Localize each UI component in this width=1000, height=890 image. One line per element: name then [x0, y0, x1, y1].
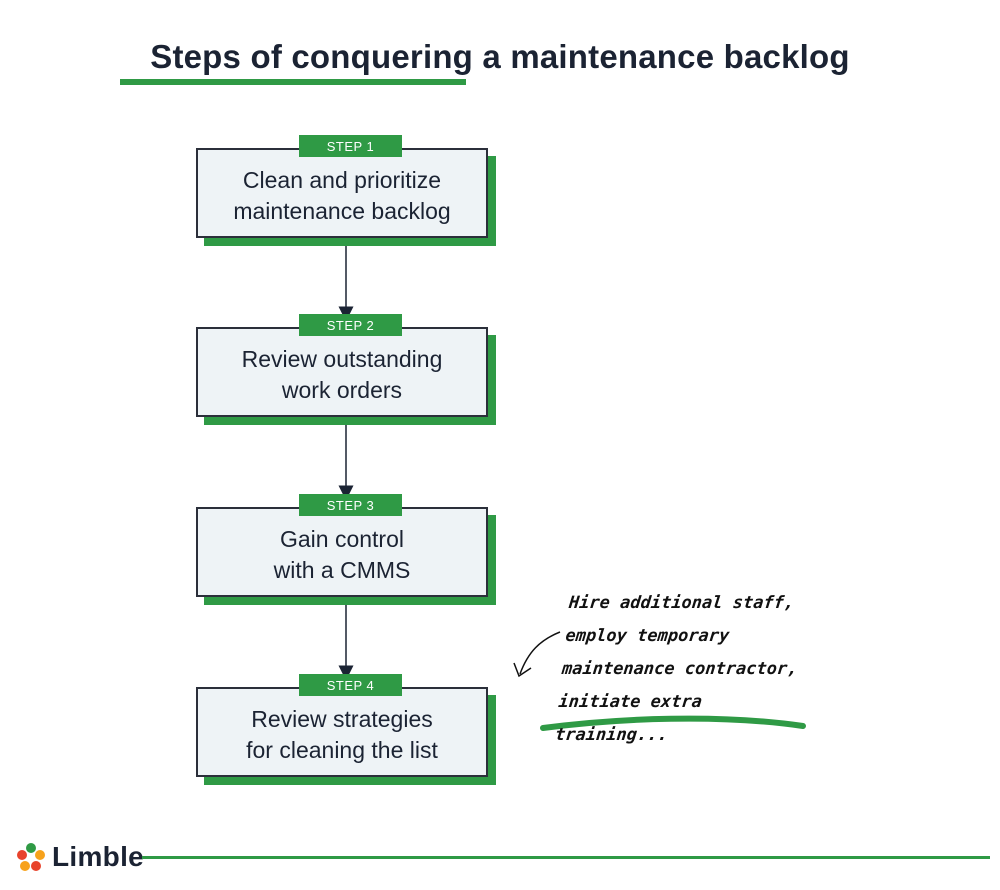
brand-logo: Limble: [16, 840, 144, 874]
step-3-badge: STEP 3: [299, 494, 402, 516]
step-2-box: Review outstanding work orders: [196, 327, 488, 417]
title-underline: [120, 79, 466, 85]
step-1: Clean and prioritize maintenance backlog…: [196, 135, 496, 246]
step-1-text: Clean and prioritize maintenance backlog: [233, 167, 451, 224]
step-3: Gain control with a CMMS STEP 3: [196, 494, 496, 605]
step-2-text: Review outstanding work orders: [241, 346, 443, 403]
step-2-badge: STEP 2: [299, 314, 402, 336]
step-4: Review strategies for cleaning the list …: [196, 674, 496, 785]
brand-name: Limble: [52, 841, 145, 872]
step-4-badge: STEP 4: [299, 674, 402, 696]
step-3-box: Gain control with a CMMS: [196, 507, 488, 597]
handwritten-note: Hire additional staff, employ temporary …: [554, 593, 799, 745]
footer-rule: [142, 856, 990, 859]
step-1-badge: STEP 1: [299, 135, 402, 157]
note-pointer-arrowhead: [513, 662, 532, 678]
page-title: Steps of conquering a maintenance backlo…: [150, 38, 850, 75]
step-2: Review outstanding work orders STEP 2: [196, 314, 496, 425]
step-4-box: Review strategies for cleaning the list: [196, 687, 488, 777]
limble-flower-icon: [17, 843, 45, 871]
step-4-text: Review strategies for cleaning the list: [246, 706, 438, 763]
step-3-text: Gain control with a CMMS: [273, 526, 411, 583]
note-pointer-arrow: [519, 631, 561, 675]
step-1-box: Clean and prioritize maintenance backlog: [196, 148, 488, 238]
